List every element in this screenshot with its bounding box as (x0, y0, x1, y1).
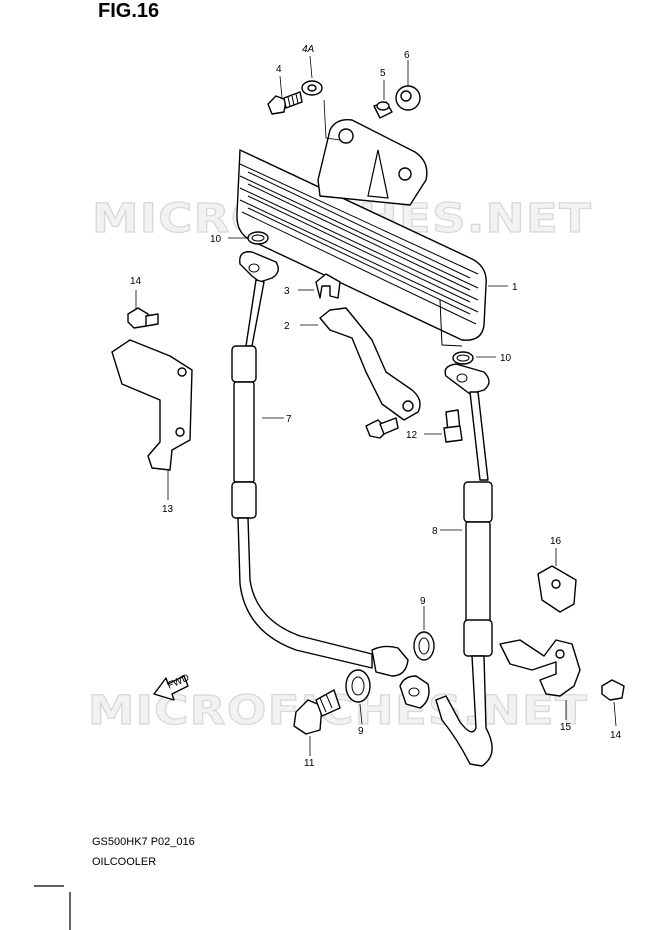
callout-15: 15 (560, 722, 572, 733)
gasket-9-left (345, 669, 371, 703)
callout-9-lower: 9 (358, 726, 364, 737)
callout-10-upper: 10 (210, 234, 222, 245)
callout-11: 11 (304, 758, 315, 769)
callout-10-lower: 10 (500, 353, 512, 364)
callout-14-right: 14 (610, 730, 622, 741)
bracket-2-part (319, 307, 421, 421)
cushion-6-part (395, 85, 421, 111)
washer-4a-part (301, 80, 323, 96)
o-ring-10-upper (247, 231, 269, 245)
oil-cooler-part (236, 119, 487, 347)
callout-4a: 4A (302, 44, 315, 55)
oil-hose-7-part (231, 251, 409, 677)
bracket-16-part (537, 565, 577, 613)
callout-13: 13 (162, 504, 174, 515)
bolt-14-left-part (127, 307, 159, 329)
figure-title: FIG.16 (98, 0, 160, 22)
crop-mark (34, 885, 71, 930)
callout-16: 16 (550, 536, 562, 547)
callout-1: 1 (512, 282, 518, 293)
oil-hose-8-part (399, 363, 493, 767)
bolt-4-part (267, 91, 303, 115)
bolt-14-right-part (601, 679, 625, 701)
callout-14-left: 14 (130, 276, 142, 287)
bolt-12-right-part (443, 409, 463, 443)
union-bolt-11-part (293, 689, 341, 735)
callout-4: 4 (276, 64, 282, 75)
watermark-lower: MICROFICHES.NET (88, 688, 588, 734)
callout-3: 3 (284, 286, 290, 297)
callout-8: 8 (432, 526, 438, 537)
figure-name: OILCOOLER (92, 856, 157, 868)
gasket-9-right (413, 631, 435, 661)
callout-9-upper: 9 (420, 596, 426, 607)
callout-2: 2 (284, 321, 290, 332)
o-ring-10-lower (452, 351, 474, 365)
bolt-12-part (365, 417, 399, 439)
collar-5-part (373, 101, 393, 119)
bracket-15-part (499, 639, 581, 697)
callout-7: 7 (286, 414, 292, 425)
clamp-3-part (315, 273, 341, 299)
callout-12: 12 (406, 430, 418, 441)
callout-5: 5 (380, 68, 386, 79)
bracket-13-part (111, 339, 193, 471)
figure-code: GS500HK7 P02_016 (92, 836, 195, 848)
callout-6: 6 (404, 50, 410, 61)
